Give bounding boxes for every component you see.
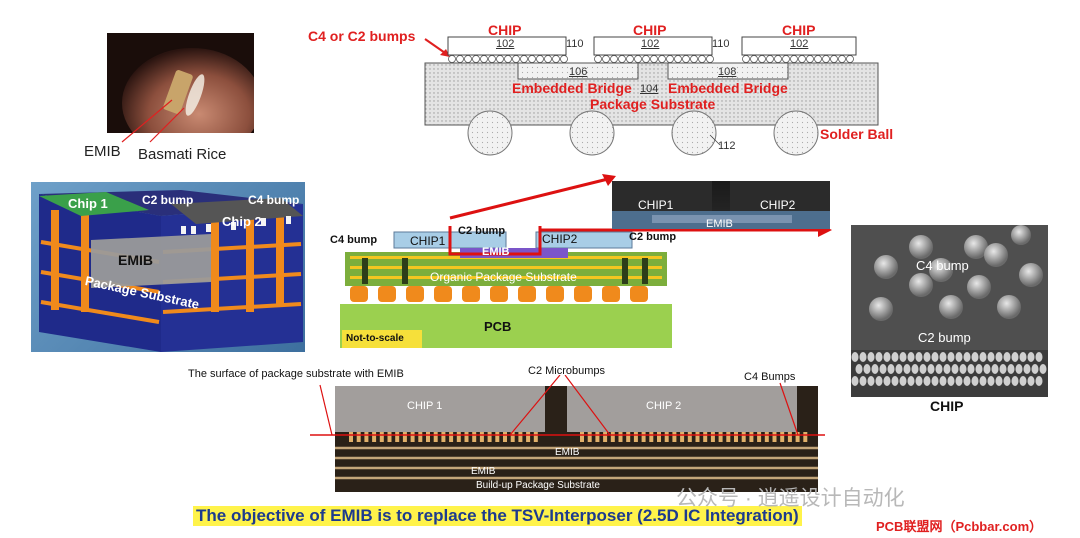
cs-c2-bump-label: C2 bump: [458, 225, 506, 237]
sem-c4-bump-label: C4 bump: [916, 258, 969, 273]
chip-3-number: 102: [790, 38, 809, 50]
micro-chip1-label: CHIP 1: [407, 400, 443, 412]
c2-bump-field: [851, 352, 1047, 386]
bump-row: [448, 55, 854, 63]
ref-112: 112: [718, 140, 736, 152]
finger-image: [107, 33, 262, 158]
chip2-3d: [171, 198, 303, 224]
zoom-photo-drawing: [612, 181, 830, 229]
render-c4-bump-label: C4 bump: [248, 193, 300, 207]
sem-chip-label: CHIP: [930, 398, 964, 414]
emib-block-3d: [91, 234, 211, 288]
emib-label: EMIB: [84, 143, 121, 160]
c4-bumps-label: C4 Bumps: [744, 371, 796, 383]
bridge-left-number: 106: [569, 66, 588, 78]
zoom-chip1-label: CHIP1: [638, 198, 674, 212]
finger-leader-lines: [121, 99, 185, 143]
package-substrate-label: Package Substrate: [590, 96, 716, 112]
chip-3-title: CHIP: [782, 22, 816, 38]
emib-chip-shape: [163, 70, 193, 114]
micro-emib-b-label: EMIB: [471, 466, 496, 477]
watermark: 公众号 · 逍遥设计自动化: [676, 487, 905, 510]
sem-c2-bump-label: C2 bump: [918, 330, 971, 345]
render-chip2-label: Chip 2: [222, 214, 262, 229]
chip2-cs-shape: [535, 231, 633, 249]
cs-c4-bump-label: C4 bump: [330, 234, 378, 246]
chip-mid-shape: [593, 36, 713, 56]
sem-photo: [851, 225, 1048, 397]
render-emib-label: EMIB: [118, 252, 153, 268]
chip-2-title: CHIP: [633, 22, 667, 38]
chip-1-title: CHIP: [488, 22, 522, 38]
site-tag: PCB联盟网（Pcbbar.com）: [876, 519, 1043, 534]
bridge-right-number: 108: [718, 66, 737, 78]
solder-ball-label: Solder Ball: [820, 126, 894, 142]
microbump-row: [349, 432, 808, 442]
c4c2-bumps-label: C4 or C2 bumps: [308, 28, 416, 44]
cs-chip2-label: CHIP2: [542, 232, 578, 246]
render-chip1-label: Chip 1: [68, 196, 108, 211]
finger-photo: [107, 33, 262, 158]
chip-right-shape: [741, 36, 857, 56]
bridge-right-label: Embedded Bridge: [668, 80, 788, 96]
cross-section-drawing: [340, 220, 672, 348]
chip-1-number: 102: [496, 38, 515, 50]
cross-section: [340, 220, 672, 348]
micrograph-drawing: [335, 386, 818, 480]
zoom-emib-label: EMIB: [706, 218, 733, 230]
cs-pcb-label: PCB: [484, 319, 512, 334]
micro-chip2-label: CHIP 2: [646, 400, 682, 412]
solder-balls: [467, 110, 819, 156]
zoom-c2-bump-label: C2 bump: [629, 231, 677, 243]
ref-110-a: 110: [566, 38, 584, 50]
sem-photo-drawing: [851, 225, 1048, 397]
bridge-right-shape: [667, 62, 789, 80]
c2-microbumps-label: C2 Microbumps: [528, 365, 606, 377]
not-to-scale-badge: [342, 330, 422, 348]
micrograph: [335, 386, 818, 492]
rice-grain-shape: [185, 74, 205, 116]
ref-110-b: 110: [712, 38, 730, 50]
micro-emib-a-label: EMIB: [555, 447, 580, 458]
cs-chip1-label: CHIP1: [410, 234, 446, 248]
chip-2-number: 102: [641, 38, 660, 50]
bridge-left-shape: [517, 62, 639, 80]
surface-label: The surface of package substrate with EM…: [188, 368, 404, 380]
cs-emib-label: EMIB: [482, 246, 510, 258]
caption: The objective of EMIB is to replace the …: [193, 506, 802, 526]
chip-left-shape: [447, 36, 567, 56]
substrate-number: 104: [640, 83, 659, 95]
zoom-photo: [612, 181, 830, 229]
cs-not-to-scale-label: Not-to-scale: [346, 333, 404, 344]
rice-label: Basmati Rice: [138, 146, 227, 163]
buildup-label: Build-up Package Substrate: [476, 480, 600, 491]
render-c2-bump-label: C2 bump: [142, 193, 194, 207]
micrograph-annotations: [310, 375, 825, 436]
render-3d: [31, 182, 305, 352]
chip1-3d: [39, 192, 149, 216]
patent-diagram: [424, 36, 879, 156]
cs-organic-substrate-label: Organic Package Substrate: [430, 270, 577, 284]
zoom-chip2-label: CHIP2: [760, 198, 796, 212]
render-3d-drawing: [39, 190, 303, 352]
bridge-left-label: Embedded Bridge: [512, 80, 632, 96]
